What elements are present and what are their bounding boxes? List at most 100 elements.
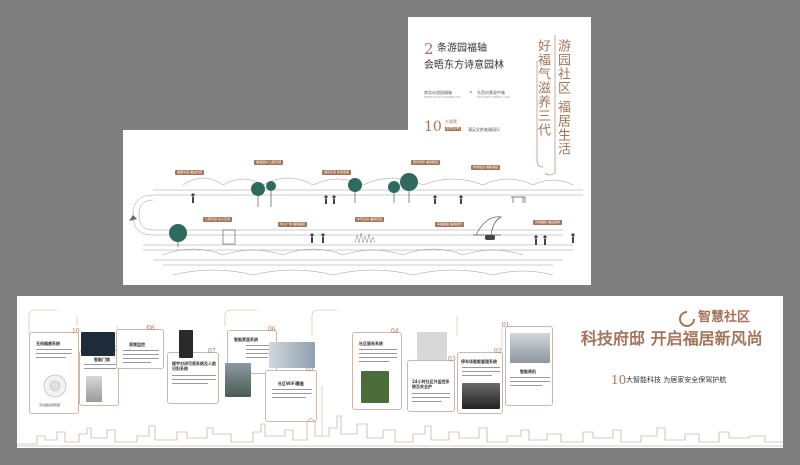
axis-left: 南北向游园福轴 <box>424 90 452 95</box>
door-lock-photo <box>81 332 115 356</box>
card-number: 07 <box>208 348 216 355</box>
card-number: 06 <box>268 326 276 333</box>
vertical-title-left: 好福气滋养三代 <box>535 39 550 137</box>
card-text <box>272 397 306 398</box>
smart-community-icon <box>679 311 695 327</box>
card-text <box>123 350 159 351</box>
feature-card: 07 楼宇对讲可视系统及人脸识别系统 <box>167 348 219 404</box>
card-text <box>272 389 312 390</box>
card-text <box>359 361 389 362</box>
door-lock-image <box>86 376 102 402</box>
card-title: 楼宇对讲可视系统及人脸识别系统 <box>172 361 216 372</box>
card-title: 24小时社区外监控系统及安全护 <box>412 379 450 390</box>
vertical-title-right: 游园社区 福居生活 <box>555 39 570 157</box>
cctv-photo <box>417 332 447 360</box>
feature-card: 02 停车场智能管理系统 <box>457 348 503 414</box>
feature-card: 08 视频监控 <box>116 325 164 369</box>
scroll-frame <box>536 35 556 176</box>
path-tag: 阳光草坪 福泽暖园 <box>411 160 440 165</box>
parking-photo <box>462 383 500 409</box>
card-text <box>412 397 450 398</box>
smoke-detector-image <box>43 374 67 398</box>
card-number: 04 <box>391 328 399 335</box>
city-skyline <box>17 415 783 447</box>
card-text <box>172 375 216 376</box>
robot-photo <box>361 371 389 403</box>
feature-card: 03 24小时社区外监控系统及安全护 <box>407 356 456 412</box>
card-text <box>412 393 450 394</box>
card-title: 智能家居系统 <box>234 337 258 342</box>
camera-photo <box>225 363 251 397</box>
card-number: 08 <box>147 325 155 332</box>
path-tag: 福满园中 儿童乐园 <box>254 160 283 165</box>
card-text <box>510 385 542 386</box>
card-text <box>246 357 268 358</box>
bottom-panel: 智慧社区 科技府邸 开启福居新风尚 10 大智能科技 为居家安全保驾护航 10 … <box>17 296 783 448</box>
card-text <box>359 357 397 358</box>
feature-card: 04 社区服务系统 <box>352 328 402 410</box>
bottom-title: 智慧社区 <box>698 310 751 325</box>
card-text <box>36 349 72 350</box>
smoke-label: 无线烟感报警器 <box>39 403 61 407</box>
card-text <box>510 381 550 382</box>
path-tag: 儿童乐园 亲子互动 <box>203 217 232 222</box>
big-number: 10 <box>424 119 442 135</box>
card-text <box>412 401 442 402</box>
path-tag: 休闲健身 福禄满园 <box>471 165 500 170</box>
card-title: 社区服务系统 <box>359 341 383 346</box>
card-text <box>246 345 274 346</box>
card-text <box>123 358 159 359</box>
gate-photo <box>510 333 550 363</box>
path-tag: 水景互动 福润花园 <box>355 217 384 222</box>
axis-arrow: » <box>469 89 473 96</box>
path-tag: 中心广场 福润福苑 <box>278 222 307 227</box>
card-text <box>123 354 159 355</box>
card-text <box>462 375 492 376</box>
card-text <box>84 364 116 365</box>
card-text <box>462 367 500 368</box>
card-text <box>272 393 312 394</box>
headline-line2: 会晤东方诗意园林 <box>424 60 504 71</box>
card-text <box>246 353 274 354</box>
feature-card: 09 智能门锁 <box>79 346 119 406</box>
card-text <box>359 349 397 350</box>
top-panel: 2 条游园福轴 会晤东方诗意园林 南北向游园福轴 NORTH-SOUTH GAR… <box>123 17 591 285</box>
feature-card: 05 社区WiFi覆盖 <box>265 366 317 422</box>
axis-right-sub: EAST-WEST CENTRAL AXIS <box>477 96 510 99</box>
card-text <box>123 362 151 363</box>
card-text <box>246 349 274 350</box>
big-number-line1: 大福景 <box>445 119 457 124</box>
card-text <box>462 371 500 372</box>
path-tag: 福享空间 休闲会客 <box>322 170 351 175</box>
card-number: 03 <box>448 356 456 363</box>
card-number: 05 <box>306 366 314 373</box>
headline-line1: 条游园福轴 <box>437 43 487 54</box>
axis-left-sub: NORTH-SOUTH GARDEN AXIS <box>424 96 461 99</box>
card-text <box>84 368 116 369</box>
card-number: 01 <box>502 322 510 329</box>
card-text <box>172 379 216 380</box>
card-text <box>359 353 397 354</box>
card-text <box>36 353 72 354</box>
card-text <box>172 383 208 384</box>
card-title: 视频监控 <box>129 342 145 347</box>
feature-card: 10 无线烟感系统 无线烟感报警器 <box>29 328 80 414</box>
tagline-number: 10 <box>611 373 627 387</box>
intercom-photo <box>179 330 193 358</box>
path-tag: 福居中庭 福运长廊 <box>175 170 204 175</box>
card-number: 10 <box>72 328 80 335</box>
card-title: 无线烟感系统 <box>36 341 60 346</box>
headline-number: 2 <box>424 40 434 58</box>
card-title: 停车场智能管理系统 <box>461 359 497 364</box>
landscape-path-illustration <box>129 173 583 276</box>
card-title: 智能闸机 <box>520 369 536 374</box>
card-title: 智能门锁 <box>94 357 110 362</box>
big-number-line2: 全龄空间 <box>445 126 461 131</box>
card-text <box>510 377 550 378</box>
card-text <box>36 357 66 358</box>
big-number-caption: 满足全龄者福园乐 <box>468 127 500 132</box>
smart-home-photo <box>269 342 315 368</box>
axis-right: 东西向景观中轴 <box>477 90 505 95</box>
card-title: 社区WiFi覆盖 <box>278 381 304 386</box>
tagline: 大智能科技 为居家安全保驾护航 <box>626 376 727 384</box>
